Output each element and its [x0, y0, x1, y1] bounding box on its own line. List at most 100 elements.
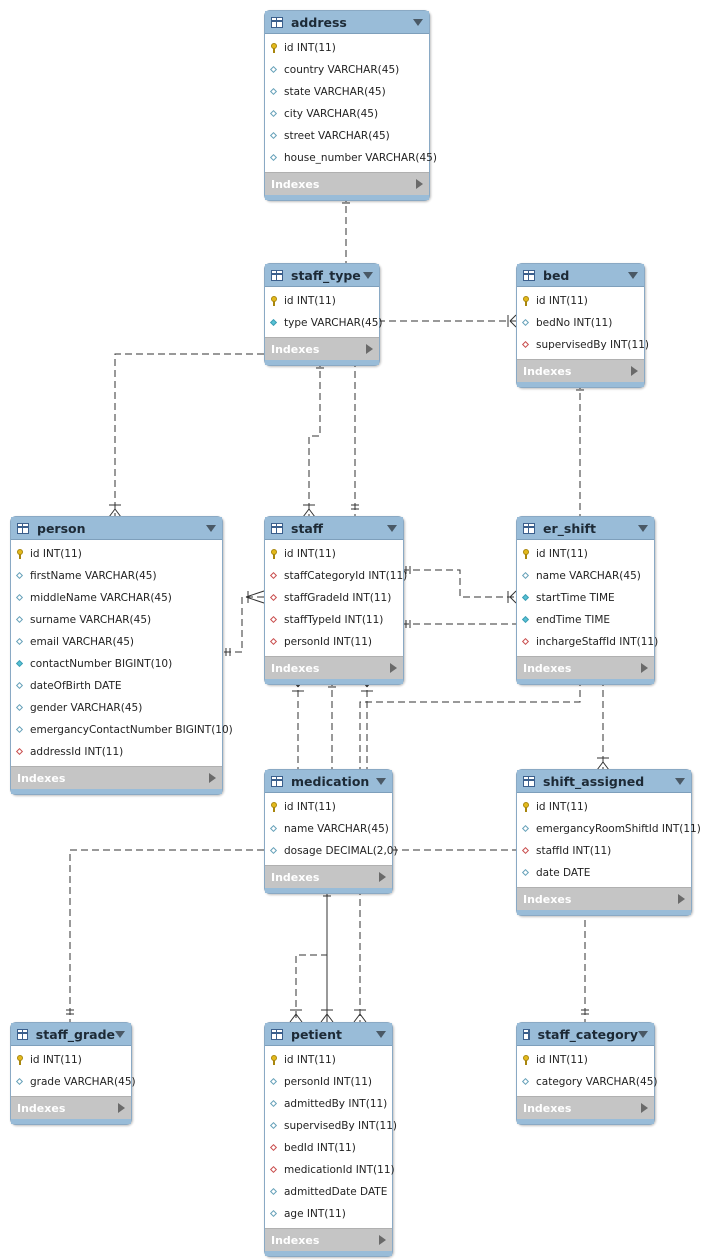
column-row[interactable]: name VARCHAR(45) [265, 818, 392, 840]
column-row[interactable]: bedId INT(11) [265, 1137, 392, 1159]
column-row[interactable]: grade VARCHAR(45) [11, 1071, 136, 1093]
collapse-arrow-icon[interactable] [628, 271, 638, 279]
indexes-section[interactable]: Indexes [11, 766, 222, 789]
column-row[interactable]: id INT(11) [265, 796, 392, 818]
column-row[interactable]: type VARCHAR(45) [265, 312, 383, 334]
expand-arrow-icon[interactable] [641, 663, 648, 673]
table-person[interactable]: person id INT(11)firstName VARCHAR(45)mid… [10, 516, 233, 795]
table-header[interactable]: person [11, 517, 222, 540]
column-row[interactable]: id INT(11) [517, 796, 691, 818]
table-header[interactable]: staff [265, 517, 403, 540]
indexes-section[interactable]: Indexes [265, 337, 379, 360]
column-row[interactable]: id INT(11) [265, 1049, 392, 1071]
expand-arrow-icon[interactable] [678, 894, 685, 904]
expand-arrow-icon[interactable] [209, 773, 216, 783]
column-row[interactable]: inchargeStaffId INT(11) [517, 631, 658, 653]
expand-arrow-icon[interactable] [390, 663, 397, 673]
collapse-arrow-icon[interactable] [638, 1030, 648, 1038]
indexes-section[interactable]: Indexes [11, 1096, 131, 1119]
column-row[interactable]: supervisedBy INT(11) [517, 334, 649, 356]
column-row[interactable]: category VARCHAR(45) [517, 1071, 657, 1093]
indexes-section[interactable]: Indexes [265, 865, 392, 888]
column-row[interactable]: surname VARCHAR(45) [11, 609, 222, 631]
indexes-section[interactable]: Indexes [517, 656, 654, 679]
column-row[interactable]: staffCategoryId INT(11) [265, 565, 407, 587]
expand-arrow-icon[interactable] [379, 872, 386, 882]
column-row[interactable]: id INT(11) [517, 290, 644, 312]
column-row[interactable]: addressId INT(11) [11, 741, 222, 763]
column-row[interactable]: personId INT(11) [265, 1071, 392, 1093]
column-row[interactable]: dateOfBirth DATE [11, 675, 222, 697]
column-row[interactable]: firstName VARCHAR(45) [11, 565, 222, 587]
table-medication[interactable]: medication id INT(11)name VARCHAR(45)dosa… [264, 769, 398, 894]
collapse-arrow-icon[interactable] [376, 777, 386, 785]
column-row[interactable]: city VARCHAR(45) [265, 103, 429, 125]
column-row[interactable]: emergancyContactNumber BIGINT(10) [11, 719, 233, 741]
indexes-section[interactable]: Indexes [265, 172, 429, 195]
table-header[interactable]: staff_category [517, 1023, 654, 1046]
column-row[interactable]: staffId INT(11) [517, 840, 691, 862]
table-header[interactable]: staff_grade [11, 1023, 131, 1046]
column-row[interactable]: contactNumber BIGINT(10) [11, 653, 222, 675]
expand-arrow-icon[interactable] [379, 1235, 386, 1245]
indexes-section[interactable]: Indexes [517, 887, 691, 910]
expand-arrow-icon[interactable] [641, 1103, 648, 1113]
collapse-arrow-icon[interactable] [387, 524, 397, 532]
table-header[interactable]: shift_assigned [517, 770, 691, 793]
indexes-section[interactable]: Indexes [517, 1096, 654, 1119]
column-row[interactable]: startTime TIME [517, 587, 654, 609]
column-row[interactable]: personId INT(11) [265, 631, 403, 653]
column-row[interactable]: id INT(11) [517, 1049, 654, 1071]
column-row[interactable]: date DATE [517, 862, 691, 884]
collapse-arrow-icon[interactable] [638, 524, 648, 532]
column-row[interactable]: staffTypeId INT(11) [265, 609, 403, 631]
table-bed[interactable]: bed id INT(11)bedNo INT(11)supervisedBy I… [516, 263, 649, 388]
column-row[interactable]: email VARCHAR(45) [11, 631, 222, 653]
expand-arrow-icon[interactable] [366, 344, 373, 354]
collapse-arrow-icon[interactable] [115, 1030, 125, 1038]
column-row[interactable]: admittedBy INT(11) [265, 1093, 392, 1115]
table-header[interactable]: address [265, 11, 429, 34]
table-header[interactable]: petient [265, 1023, 392, 1046]
column-row[interactable]: id INT(11) [265, 290, 379, 312]
table-header[interactable]: staff_type [265, 264, 379, 287]
column-row[interactable]: dosage DECIMAL(2,0) [265, 840, 398, 862]
collapse-arrow-icon[interactable] [376, 1030, 386, 1038]
collapse-arrow-icon[interactable] [675, 777, 685, 785]
column-row[interactable]: supervisedBy INT(11) [265, 1115, 397, 1137]
expand-arrow-icon[interactable] [118, 1103, 125, 1113]
column-row[interactable]: admittedDate DATE [265, 1181, 392, 1203]
table-header[interactable]: bed [517, 264, 644, 287]
column-row[interactable]: id INT(11) [265, 543, 403, 565]
indexes-section[interactable]: Indexes [265, 656, 403, 679]
column-row[interactable]: house_number VARCHAR(45) [265, 147, 437, 169]
column-row[interactable]: age INT(11) [265, 1203, 392, 1225]
table-header[interactable]: er_shift [517, 517, 654, 540]
column-row[interactable]: id INT(11) [11, 543, 222, 565]
table-header[interactable]: medication [265, 770, 392, 793]
column-row[interactable]: state VARCHAR(45) [265, 81, 429, 103]
indexes-section[interactable]: Indexes [265, 1228, 392, 1251]
column-row[interactable]: emergancyRoomShiftId INT(11) [517, 818, 701, 840]
collapse-arrow-icon[interactable] [413, 18, 423, 26]
collapse-arrow-icon[interactable] [206, 524, 216, 532]
column-row[interactable]: name VARCHAR(45) [517, 565, 654, 587]
column-row[interactable]: medicationId INT(11) [265, 1159, 395, 1181]
indexes-section[interactable]: Indexes [517, 359, 644, 382]
column-row[interactable]: middleName VARCHAR(45) [11, 587, 222, 609]
column-row[interactable]: country VARCHAR(45) [265, 59, 429, 81]
column-row[interactable]: bedNo INT(11) [517, 312, 644, 334]
column-row[interactable]: gender VARCHAR(45) [11, 697, 222, 719]
column-row[interactable]: staffGradeId INT(11) [265, 587, 403, 609]
column-row[interactable]: id INT(11) [11, 1049, 131, 1071]
column-row[interactable]: street VARCHAR(45) [265, 125, 429, 147]
collapse-arrow-icon[interactable] [363, 271, 373, 279]
expand-arrow-icon[interactable] [631, 366, 638, 376]
